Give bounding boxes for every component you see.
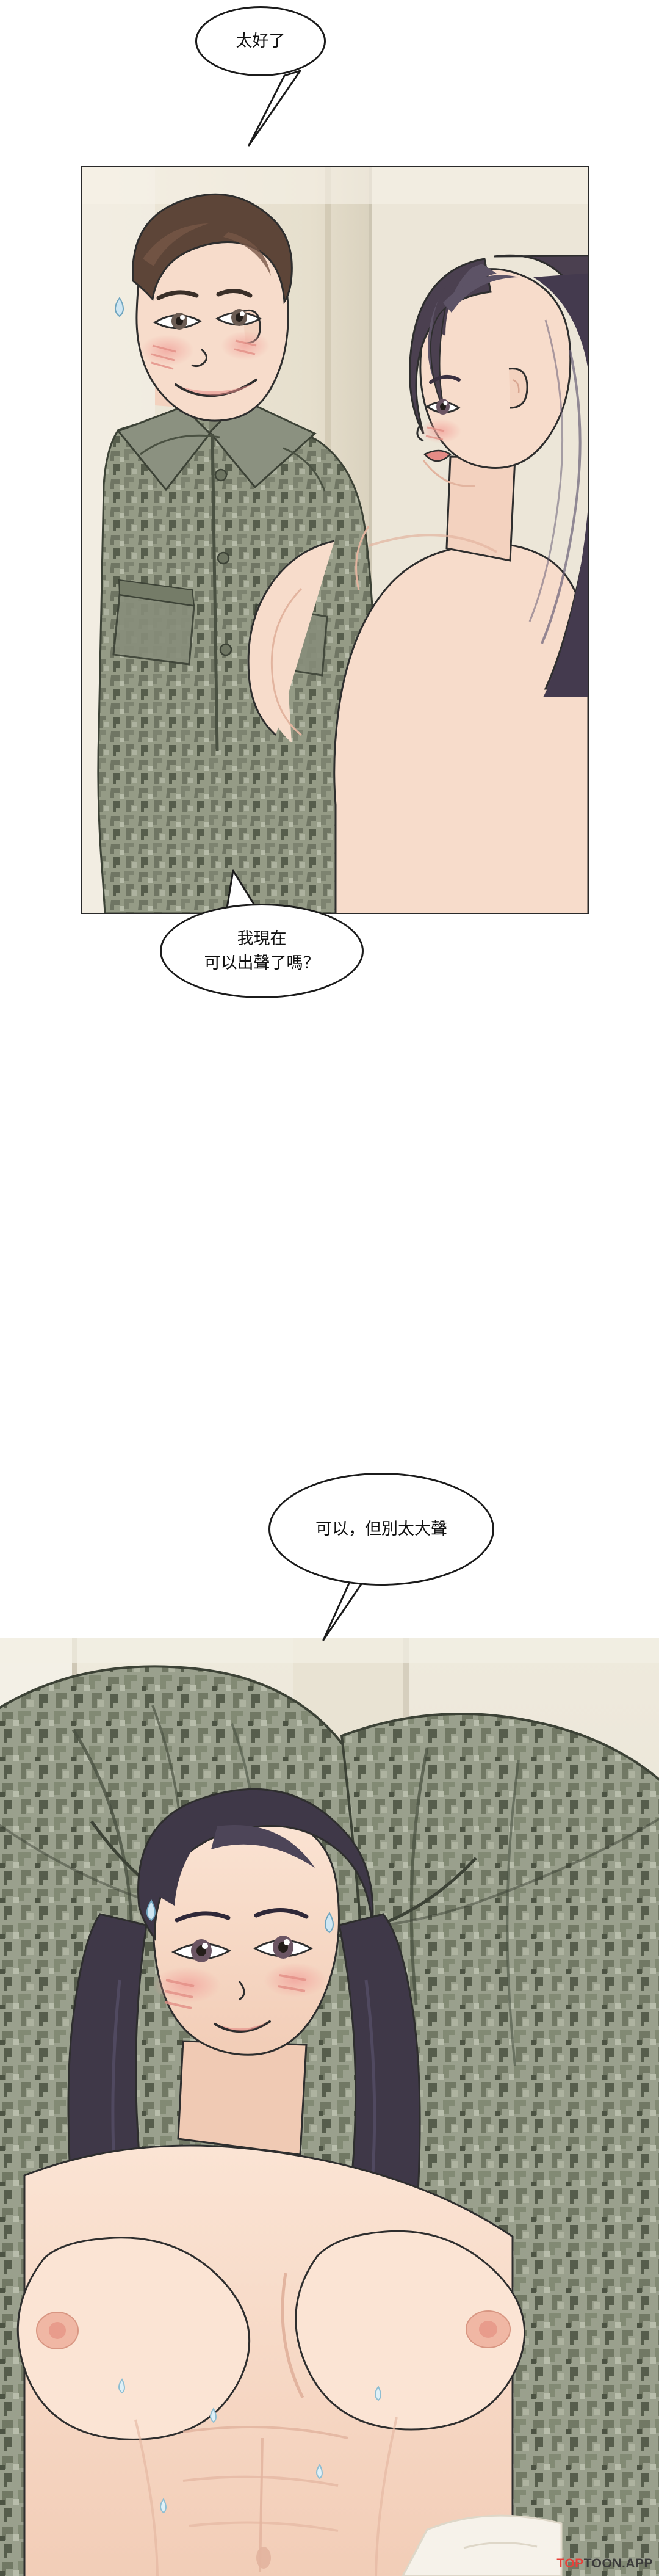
speech-bubble-2-line-1: 我現在 <box>237 929 287 949</box>
speech-bubble-1-line-1: 太好了 <box>236 31 286 51</box>
watermark-toon: TOON <box>583 2556 622 2571</box>
speech-bubble-3-line-1: 可以，但別太大聲 <box>315 1519 447 1539</box>
speech-bubble-1-tail <box>244 67 317 147</box>
speech-bubble-2-line-2: 可以出聲了嗎？ <box>204 953 320 973</box>
panel-2-artwork <box>0 1638 659 2576</box>
speech-bubble-2: 我現在 可以出聲了嗎？ <box>160 904 364 998</box>
speech-bubble-1: 太好了 <box>195 6 326 76</box>
watermark-top: TOP <box>556 2556 584 2571</box>
watermark-app: .APP <box>621 2556 653 2571</box>
speech-bubble-3: 可以，但別太大聲 <box>268 1473 494 1586</box>
comic-panel-1 <box>81 166 589 914</box>
comic-panel-2 <box>0 1638 659 2576</box>
panel-1-artwork <box>82 167 588 913</box>
